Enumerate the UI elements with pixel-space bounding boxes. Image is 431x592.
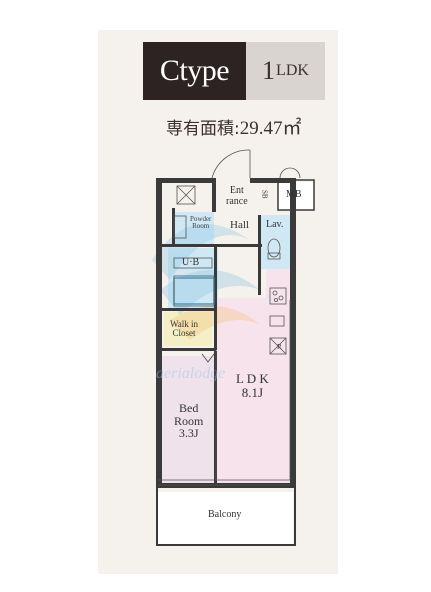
layout-sub: LDK — [276, 62, 309, 79]
ldk-label-1: L D K — [236, 371, 269, 386]
powder-label-1: Powder — [190, 215, 212, 223]
ldk-label-2: 8.1J — [241, 384, 264, 400]
watermark-text: aerialodge — [156, 365, 226, 382]
powder-label-2: Room — [192, 222, 210, 231]
powder-fill — [174, 212, 214, 244]
entrance-label-2: rance — [226, 195, 248, 207]
bed-label-2: Room — [174, 413, 204, 428]
bed-label-1: Bed — [179, 401, 199, 415]
type-badge: Ctype — [143, 42, 246, 100]
area-label: 専有面積: — [166, 119, 240, 139]
wic-label-1: Walk in — [170, 319, 199, 329]
balcony-fill — [158, 492, 293, 544]
layout-main: 1 — [262, 56, 276, 85]
plan-lines — [158, 149, 315, 486]
mb-label: MB — [286, 189, 302, 200]
hall-label: Hall — [230, 219, 249, 231]
sb-label: SB — [260, 190, 269, 199]
balcony-label: Balcony — [208, 509, 242, 520]
r-label: R — [277, 343, 282, 351]
entrance-label-1: Ent — [229, 185, 244, 196]
walls — [156, 178, 296, 546]
ldk-fill — [216, 298, 290, 488]
ub-label: U·B — [182, 257, 200, 268]
floor-plan-drawing — [152, 149, 315, 546]
lav-label: Lav. — [266, 219, 284, 230]
closet-fill — [164, 312, 212, 346]
bed-label-3: 3.3J — [178, 426, 199, 441]
wic-label-2: Closet — [172, 328, 196, 339]
area-text: 専有面積:29.47㎡ — [166, 113, 326, 141]
area-value: 29.47㎡ — [239, 118, 302, 139]
bedroom-fill — [162, 356, 216, 488]
type-label: Ctype — [159, 54, 230, 87]
